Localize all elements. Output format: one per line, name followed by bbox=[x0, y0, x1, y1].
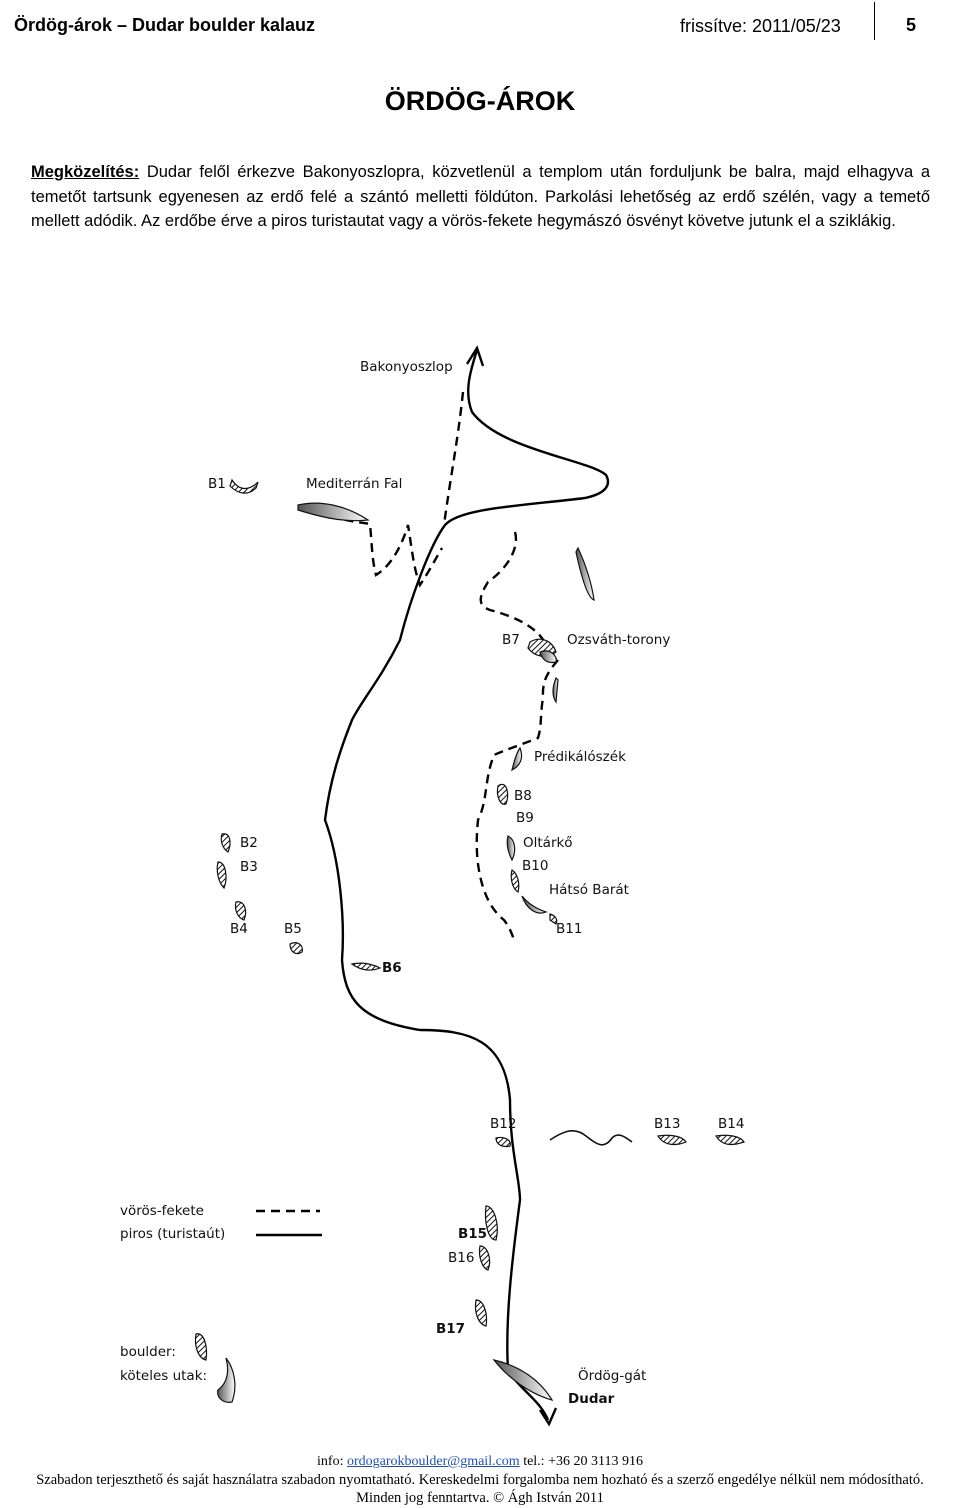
label-b10: B10 bbox=[522, 858, 548, 874]
page-number: 5 bbox=[906, 15, 917, 35]
footer-contact: info: ordogarokboulder@gmail.com tel.: +… bbox=[0, 1454, 960, 1470]
boulder-b11 bbox=[549, 913, 558, 925]
label-b14: B14 bbox=[718, 1116, 744, 1132]
hatso-barat-rock bbox=[521, 895, 548, 914]
right-roped-rock bbox=[575, 546, 595, 601]
oltarko-rock bbox=[506, 835, 516, 862]
label-b12: B12 bbox=[490, 1116, 516, 1132]
map-legend: vörös-fekete piros (turistaút) boulder: … bbox=[120, 1203, 322, 1403]
footer-license: Szabadon terjeszthető és saját használat… bbox=[36, 1472, 924, 1488]
mediterran-fal-rock bbox=[297, 502, 370, 522]
ozsvath-torony-rock bbox=[539, 650, 557, 664]
label-b3: B3 bbox=[240, 859, 258, 875]
label-b8: B8 bbox=[514, 788, 532, 804]
boulder-b1 bbox=[229, 478, 259, 494]
small-roped-rock bbox=[552, 676, 559, 704]
label-predikaloszek: Prédikálószék bbox=[534, 749, 626, 765]
legend-boulder-label: boulder: bbox=[120, 1344, 176, 1360]
legend-roped-symbol bbox=[217, 1357, 236, 1403]
south-arrow-head bbox=[538, 1407, 558, 1427]
label-b15: B15 bbox=[458, 1226, 487, 1242]
boulder-b5 bbox=[289, 942, 303, 955]
page-title: ÖRDÖG-ÁROK bbox=[384, 86, 576, 116]
label-b13: B13 bbox=[654, 1116, 680, 1132]
label-b9: B9 bbox=[516, 810, 534, 826]
footer-rights: Minden jog fenntartva. © Ágh István 2011 bbox=[356, 1490, 604, 1506]
boulder-b8 bbox=[496, 783, 509, 805]
boulder-b2 bbox=[220, 833, 231, 853]
boulder-b17 bbox=[474, 1299, 488, 1327]
boulder-b12 bbox=[495, 1136, 511, 1148]
approach-label: Megközelítés: bbox=[31, 163, 140, 181]
predikaloszek-rock bbox=[511, 746, 523, 772]
label-b16: B16 bbox=[448, 1250, 474, 1266]
label-b7: B7 bbox=[502, 632, 520, 648]
boulder-b15 bbox=[484, 1205, 498, 1241]
footer-info-prefix: info: bbox=[317, 1454, 347, 1469]
label-b4: B4 bbox=[230, 921, 248, 937]
update-date: frissítve: 2011/05/23 bbox=[680, 16, 841, 36]
header-divider bbox=[874, 2, 875, 40]
label-b1: B1 bbox=[208, 476, 226, 492]
label-hatso-barat: Hátsó Barát bbox=[549, 882, 629, 898]
label-ozsvath-torony: Ozsváth-torony bbox=[567, 632, 670, 648]
footer-phone: tel.: +36 20 3113 916 bbox=[519, 1454, 643, 1469]
ridge-line bbox=[549, 1129, 633, 1146]
approach-paragraph: Megközelítés: Dudar felől érkezve Bakony… bbox=[31, 160, 930, 234]
boulder-b10 bbox=[510, 869, 520, 893]
label-ordog-gat: Ördög-gát bbox=[578, 1366, 646, 1384]
boulder-b6 bbox=[350, 962, 382, 971]
boulder-b16 bbox=[478, 1245, 491, 1271]
approach-text: Dudar felől érkezve Bakonyoszlopra, közv… bbox=[31, 163, 930, 230]
label-b2: B2 bbox=[240, 835, 258, 851]
label-b11: B11 bbox=[556, 921, 582, 937]
label-bakonyoszlop: Bakonyoszlop bbox=[360, 359, 453, 375]
guide-title: Ördög-árok – Dudar boulder kalauz bbox=[14, 15, 316, 35]
legend-red-black-label: vörös-fekete bbox=[120, 1203, 204, 1219]
label-b17: B17 bbox=[436, 1321, 465, 1337]
red-tourist-trail bbox=[323, 349, 610, 1421]
area-map: Bakonyoszlop B1 Mediterrán Fal B7 Ozsvát… bbox=[120, 345, 745, 1427]
label-mediterran-fal: Mediterrán Fal bbox=[306, 476, 402, 492]
legend-red-label: piros (turistaút) bbox=[120, 1226, 225, 1242]
label-oltarko: Oltárkő bbox=[523, 835, 573, 851]
boulder-b13 bbox=[657, 1134, 687, 1146]
label-b6: B6 bbox=[382, 960, 402, 976]
boulder-b4 bbox=[234, 901, 247, 921]
footer-email-link[interactable]: ordogarokboulder@gmail.com bbox=[347, 1454, 520, 1469]
label-dudar: Dudar bbox=[568, 1391, 615, 1407]
north-arrow-head bbox=[465, 345, 485, 367]
boulder-b14 bbox=[715, 1134, 745, 1146]
legend-roped-label: köteles utak: bbox=[120, 1368, 207, 1384]
label-b5: B5 bbox=[284, 921, 302, 937]
boulder-b3 bbox=[216, 861, 227, 890]
red-black-trail bbox=[301, 391, 559, 941]
legend-boulder-symbol bbox=[194, 1333, 208, 1361]
ordog-gat-rock bbox=[492, 1359, 554, 1401]
